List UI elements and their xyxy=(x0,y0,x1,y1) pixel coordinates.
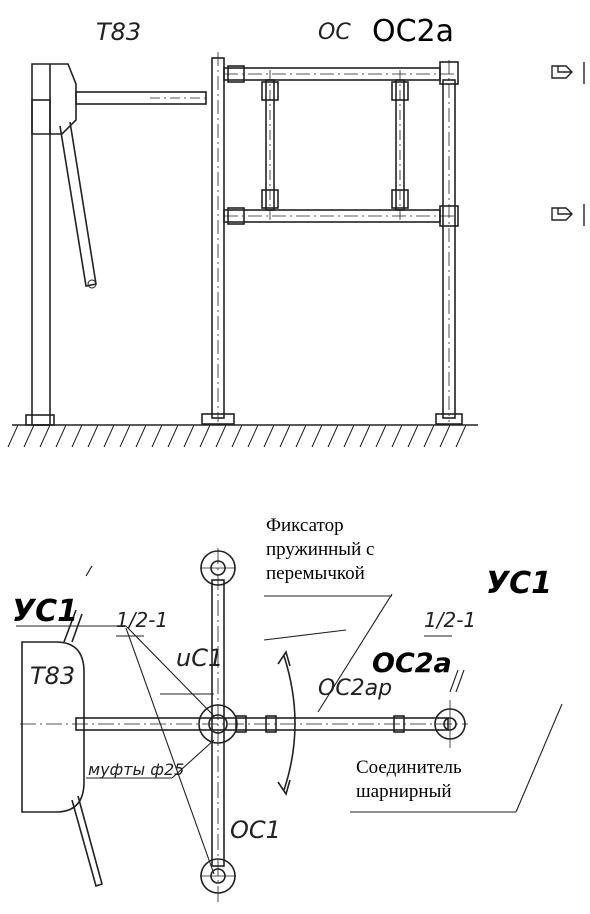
connector-line-1: Соединитель xyxy=(356,757,462,778)
label-t83-plan: T83 xyxy=(30,662,76,690)
plan-arm xyxy=(20,715,468,733)
turnstile-t83 xyxy=(25,63,207,426)
label-muft: муфты ф25 xyxy=(88,760,185,779)
label-oc2a-top: OC2a xyxy=(372,14,455,49)
label-uc1: uC1 xyxy=(176,644,224,672)
leader-lines xyxy=(16,593,563,875)
label-oc2a-plan: OC2a xyxy=(372,648,452,679)
fixator-line-1: Фиксатор xyxy=(266,515,344,536)
fence-oc2a xyxy=(201,52,463,425)
rotation-arc xyxy=(277,650,296,796)
plan-end-post xyxy=(434,700,466,748)
fixator-line-2: пружинный с xyxy=(266,539,375,560)
label-oc1: OC1 xyxy=(230,816,281,844)
label-dim-left: 1/2-1 xyxy=(116,608,169,632)
label-connector: Соединитель шарнирный xyxy=(356,756,462,804)
ground-hatching xyxy=(7,424,467,448)
stray-mark xyxy=(85,565,93,577)
label-us1-left: УС1 xyxy=(12,594,79,629)
plan-fence-oc1 xyxy=(198,548,238,904)
fixator-line-3: перемычкой xyxy=(266,563,365,584)
label-t83-top: T83 xyxy=(96,18,142,46)
hinge-symbol-icon xyxy=(551,62,585,226)
label-oc2ap: OC2ap xyxy=(318,676,393,701)
plan-turnstile xyxy=(21,609,103,888)
label-dim-right: 1/2-1 xyxy=(424,608,477,632)
connector-line-2: шарнирный xyxy=(356,781,452,802)
label-us1-right: УС1 xyxy=(486,566,553,601)
label-oc-cut: OC xyxy=(318,20,351,45)
label-fixator: Фиксатор пружинный с перемычкой xyxy=(266,514,374,586)
